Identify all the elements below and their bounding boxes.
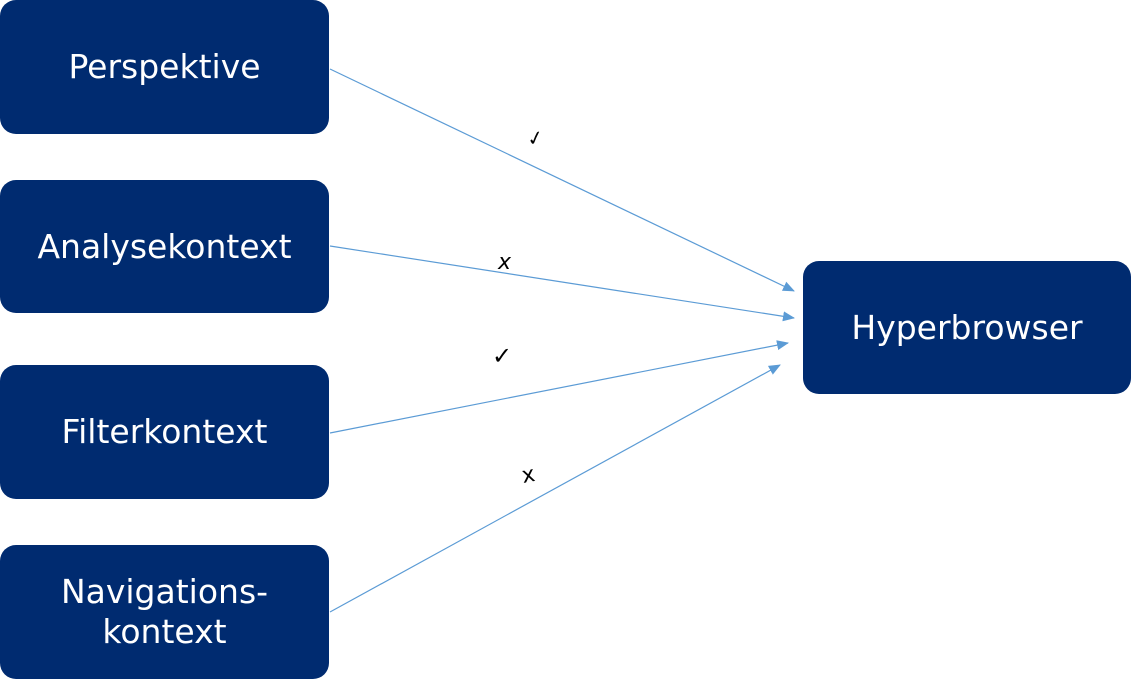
source-box-analysekontext: Analysekontext [0,180,329,313]
source-box-perspektive: Perspektive [0,0,329,134]
source-label: Navigations- kontext [60,572,269,651]
source-label: Filterkontext [61,412,268,452]
arrow-perspektive [329,68,795,292]
target-label: Hyperbrowser [851,307,1083,347]
source-box-filterkontext: Filterkontext [0,365,329,499]
source-label: Analysekontext [37,226,292,266]
source-box-navigationskontext: Navigations- kontext [0,545,329,679]
source-label: Perspektive [68,47,261,87]
cross-mark-analysekontext: x [498,250,512,275]
arrow-analysekontext [329,245,795,322]
arrow-navigationskontext [329,364,781,613]
target-box-hyperbrowser: Hyperbrowser [803,261,1131,394]
check-mark-filterkontext: ✓ [492,342,513,370]
arrow-filterkontext [329,340,789,434]
